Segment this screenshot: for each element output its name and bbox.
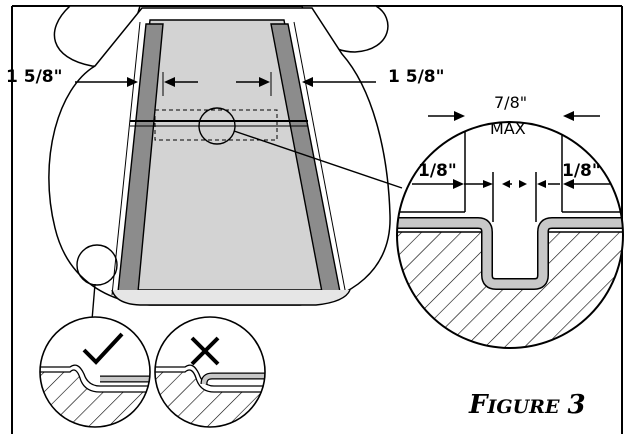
groove-detail-magnified: [396, 121, 624, 349]
figure-caption: FIGURE 3: [468, 390, 586, 420]
max-width-arrows: [428, 111, 600, 121]
groove-max-label: MAX: [490, 119, 526, 138]
incorrect-seam-detail: [154, 316, 266, 428]
cross-seam: [130, 109, 308, 141]
left-gap-label: 1 5/8": [6, 67, 62, 87]
right-gap-label: 1 5/8": [388, 67, 444, 87]
groove-width-label: 7/8": [494, 93, 527, 112]
x-icon: [190, 336, 220, 366]
seat-bottom-strip: [111, 289, 351, 306]
caption-small-caps: IGURE: [486, 396, 559, 418]
dimension-arrows: [75, 72, 376, 96]
correct-seam-detail: [39, 316, 151, 428]
check-icon: [82, 332, 124, 365]
caption-first-letter: F: [468, 390, 489, 420]
callout-leaders: [76, 107, 403, 321]
caption-number: 3: [567, 390, 585, 420]
left-offset-label: 1/8": [418, 161, 457, 181]
seam-guide-lines: [111, 21, 347, 296]
right-offset-label: 1/8": [562, 161, 601, 181]
